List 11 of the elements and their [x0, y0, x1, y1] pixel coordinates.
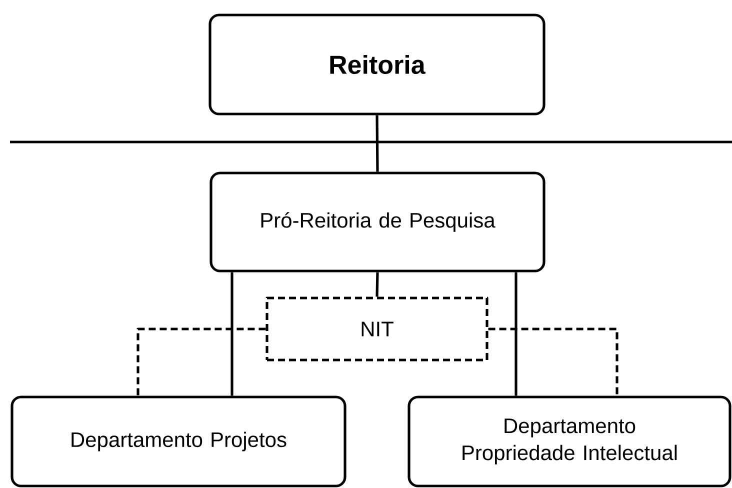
org-box: Reitoria — [208, 14, 546, 116]
connector-line — [230, 272, 234, 396]
org-box: Departamento Propriedade Intelectual — [408, 396, 732, 488]
dashed-box: NIT — [266, 296, 488, 362]
connector-line — [376, 272, 379, 297]
org-box: Departamento Projetos — [10, 396, 346, 488]
connector-line — [376, 115, 379, 172]
connector-line — [514, 272, 518, 396]
connector-line — [488, 328, 618, 396]
connector-line — [136, 328, 266, 396]
org-box: Pró-Reitoria de Pesquisa — [210, 172, 546, 272]
